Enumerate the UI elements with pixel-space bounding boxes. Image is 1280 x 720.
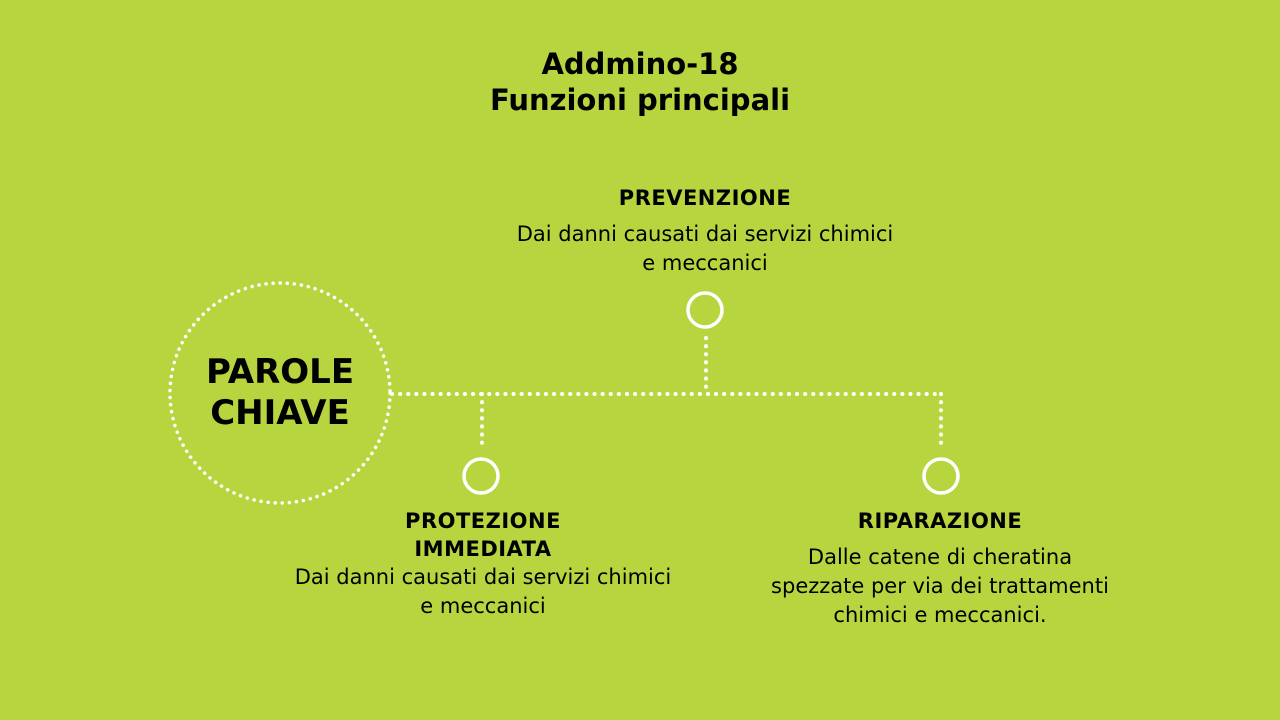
center-line-1: PAROLE xyxy=(205,352,355,392)
center-dotted-circle xyxy=(168,281,392,505)
node-description: e meccanici xyxy=(420,594,546,618)
node-description: e meccanici xyxy=(642,251,768,275)
node-description: Dalle catene di cheratina xyxy=(807,545,1073,569)
node-description: Dai danni causati dai servizi chimici xyxy=(294,565,672,589)
node-heading: PROTEZIONE xyxy=(405,509,561,533)
node-circle-riparazione xyxy=(922,457,960,495)
node-heading: PREVENZIONE xyxy=(618,186,792,210)
node-protezione: PROTEZIONE IMMEDIATA Dai danni causati d… xyxy=(233,507,733,621)
page-title: Addmino-18 Funzioni principali xyxy=(0,46,1280,118)
node-circle-protezione xyxy=(462,457,500,495)
node-description: chimici e meccanici. xyxy=(833,603,1047,627)
title-line-1: Addmino-18 xyxy=(541,47,739,81)
center-line-2: CHIAVE xyxy=(210,393,350,433)
node-riparazione: RIPARAZIONE Dalle catene di cheratina sp… xyxy=(690,507,1190,630)
node-heading: RIPARAZIONE xyxy=(857,509,1023,533)
node-prevenzione: PREVENZIONE Dai danni causati dai serviz… xyxy=(455,184,955,278)
node-description: spezzate per via dei trattamenti xyxy=(771,574,1109,598)
node-circle-prevenzione xyxy=(686,291,724,329)
node-heading: IMMEDIATA xyxy=(414,537,552,561)
center-label: PAROLE CHIAVE xyxy=(170,352,390,434)
node-description: Dai danni causati dai servizi chimici xyxy=(516,222,894,246)
title-line-2: Funzioni principali xyxy=(489,83,791,117)
